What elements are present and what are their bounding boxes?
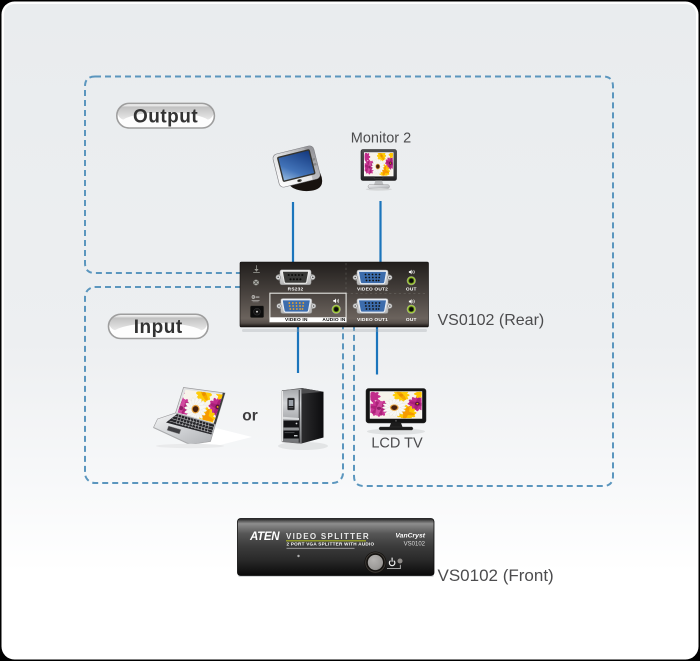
svg-text:2 PORT VGA SPLITTER WITH AUDIO: 2 PORT VGA SPLITTER WITH AUDIO: [287, 542, 375, 547]
svg-text:ATEN: ATEN: [249, 531, 280, 543]
svg-text:VIDEO OUT1: VIDEO OUT1: [357, 317, 388, 323]
svg-text:LCD TV: LCD TV: [371, 436, 423, 452]
svg-text:Input: Input: [134, 317, 183, 338]
svg-text:Monitor 2: Monitor 2: [351, 131, 411, 147]
svg-text:VS0102 (Front): VS0102 (Front): [438, 566, 554, 585]
svg-text:RS232: RS232: [288, 286, 304, 292]
svg-text:OUT: OUT: [406, 317, 417, 323]
svg-text:AUDIO IN: AUDIO IN: [322, 317, 346, 323]
svg-text:VIDEO SPLITTER: VIDEO SPLITTER: [286, 532, 370, 541]
svg-text:or: or: [242, 408, 258, 425]
svg-text:VIDEO OUT2: VIDEO OUT2: [357, 286, 388, 292]
svg-text:VIDEO IN: VIDEO IN: [285, 317, 308, 323]
svg-text:VanCryst: VanCryst: [395, 533, 425, 540]
svg-text:OUT: OUT: [406, 286, 417, 292]
svg-text:VS0102 (Rear): VS0102 (Rear): [438, 312, 545, 329]
svg-text:Output: Output: [133, 106, 198, 127]
svg-text:VS0102: VS0102: [404, 542, 426, 548]
